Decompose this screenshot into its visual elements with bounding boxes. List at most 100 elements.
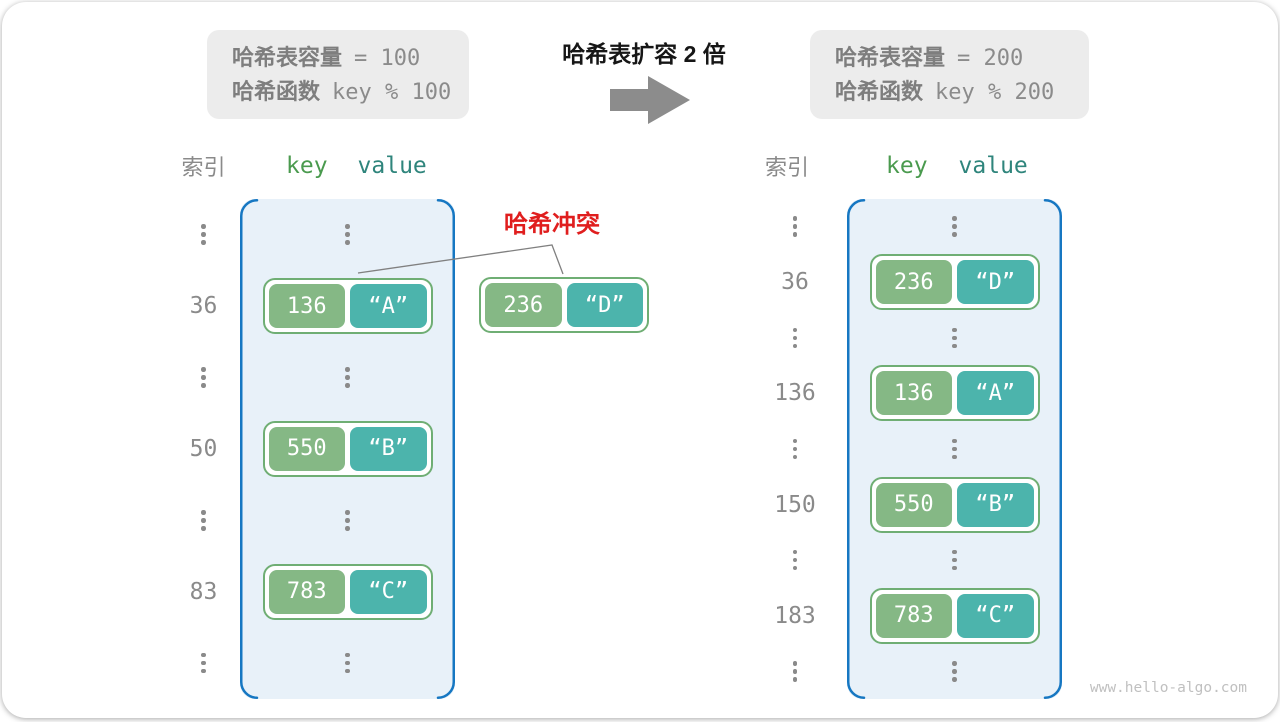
index-ellipsis (760, 533, 847, 588)
hash-function-line: 哈希函数 key % 200 (835, 75, 1089, 109)
capacity-label: 哈希表容量 (835, 45, 945, 70)
index-ellipsis (760, 644, 847, 699)
index-column-header: 索引 (167, 150, 240, 182)
table-row (167, 485, 455, 556)
table-row: 50 550“B” (167, 413, 455, 484)
key-cell: 136 (876, 371, 953, 415)
bucket-ellipsis (240, 628, 455, 699)
ellipsis-dots-icon (952, 550, 957, 571)
bucket-slot: 236“D” (847, 254, 1062, 310)
hash-function-label: 哈希函数 (835, 79, 923, 104)
ellipsis-dots-icon (952, 661, 957, 682)
kv-pair: 136“A” (870, 365, 1040, 421)
hash-function-value: key % 100 (332, 80, 451, 105)
ellipsis-dots-icon (793, 661, 798, 682)
bucket-slot: 783“C” (240, 556, 455, 627)
table-row (167, 342, 455, 413)
ellipsis-dots-icon (793, 550, 798, 571)
kv-pair: 783“C” (263, 564, 433, 620)
value-column-header: value (358, 153, 427, 179)
table-row (167, 199, 455, 270)
ellipsis-dots-icon (952, 328, 957, 349)
value-cell: “B” (957, 483, 1034, 527)
ellipsis-dots-icon (952, 216, 957, 237)
table-row: 83 783“C” (167, 556, 455, 627)
kv-pair: 550“B” (263, 421, 433, 477)
index-ellipsis (760, 421, 847, 476)
index-label: 83 (167, 556, 240, 627)
index-ellipsis (167, 199, 240, 270)
table-row: 36 136“A” (167, 270, 455, 341)
table-row (760, 421, 1062, 476)
index-ellipsis (167, 342, 240, 413)
collision-kv-pair: 236 “D” (479, 277, 649, 333)
collision-label: 哈希冲突 (496, 204, 608, 239)
ellipsis-dots-icon (793, 328, 798, 349)
ellipsis-dots-icon (345, 224, 350, 245)
capacity-value: = 100 (354, 46, 420, 71)
value-cell: “C” (957, 594, 1034, 638)
ellipsis-dots-icon (201, 653, 206, 674)
ellipsis-dots-icon (793, 439, 798, 460)
capacity-label: 哈希表容量 (232, 45, 342, 70)
index-label: 150 (760, 477, 847, 533)
index-ellipsis (760, 199, 847, 254)
right-arrow-icon (610, 76, 690, 124)
table-row (760, 644, 1062, 699)
key-cell: 236 (485, 283, 562, 327)
bucket-ellipsis (847, 199, 1062, 254)
bucket-slot: 136“A” (847, 365, 1062, 421)
index-label: 36 (167, 270, 240, 341)
value-cell: “B” (350, 427, 427, 471)
key-cell: 783 (876, 594, 953, 638)
table-row (167, 628, 455, 699)
ellipsis-dots-icon (201, 224, 206, 245)
key-column-header: key (286, 153, 328, 179)
bucket-ellipsis (240, 485, 455, 556)
index-column-header: 索引 (760, 150, 847, 182)
key-column-header: key (886, 153, 928, 179)
bucket-ellipsis (847, 644, 1062, 699)
arrow-shaft (610, 89, 650, 111)
kv-pair: 550“B” (870, 477, 1040, 533)
bucket-ellipsis (240, 199, 455, 270)
index-ellipsis (760, 310, 847, 365)
ellipsis-dots-icon (345, 510, 350, 531)
watermark: www.hello-algo.com (1077, 680, 1247, 696)
capacity-box-after: 哈希表容量 = 200 哈希函数 key % 200 (810, 30, 1089, 119)
key-cell: 550 (876, 483, 953, 527)
bucket-slot: 550“B” (847, 477, 1062, 533)
value-cell: “A” (350, 284, 427, 328)
hash-function-value: key % 200 (935, 80, 1054, 105)
table-row: 150 550“B” (760, 477, 1062, 533)
bucket-slot: 136“A” (240, 270, 455, 341)
left-hash-table: 36 136“A” 50 550“B” 83 783“C” (167, 199, 455, 699)
index-ellipsis (167, 628, 240, 699)
bucket-slot: 783“C” (847, 588, 1062, 644)
arrow-head (648, 76, 690, 124)
index-label: 183 (760, 588, 847, 644)
capacity-line: 哈希表容量 = 200 (835, 41, 1089, 75)
index-label: 50 (167, 413, 240, 484)
ellipsis-dots-icon (345, 367, 350, 388)
ellipsis-dots-icon (201, 510, 206, 531)
bucket-ellipsis (240, 342, 455, 413)
table-row (760, 533, 1062, 588)
key-cell: 236 (876, 260, 953, 304)
key-cell: 550 (269, 427, 346, 471)
kv-pair: 136“A” (263, 278, 433, 334)
kv-column-header: key value (847, 150, 1062, 182)
capacity-value: = 200 (957, 46, 1023, 71)
ellipsis-dots-icon (793, 216, 798, 237)
bucket-ellipsis (847, 310, 1062, 365)
key-cell: 783 (269, 570, 346, 614)
kv-column-header: key value (240, 150, 455, 182)
value-cell: “A” (957, 371, 1034, 415)
capacity-line: 哈希表容量 = 100 (232, 41, 469, 75)
expand-title: 哈希表扩容 2 倍 (544, 35, 744, 69)
